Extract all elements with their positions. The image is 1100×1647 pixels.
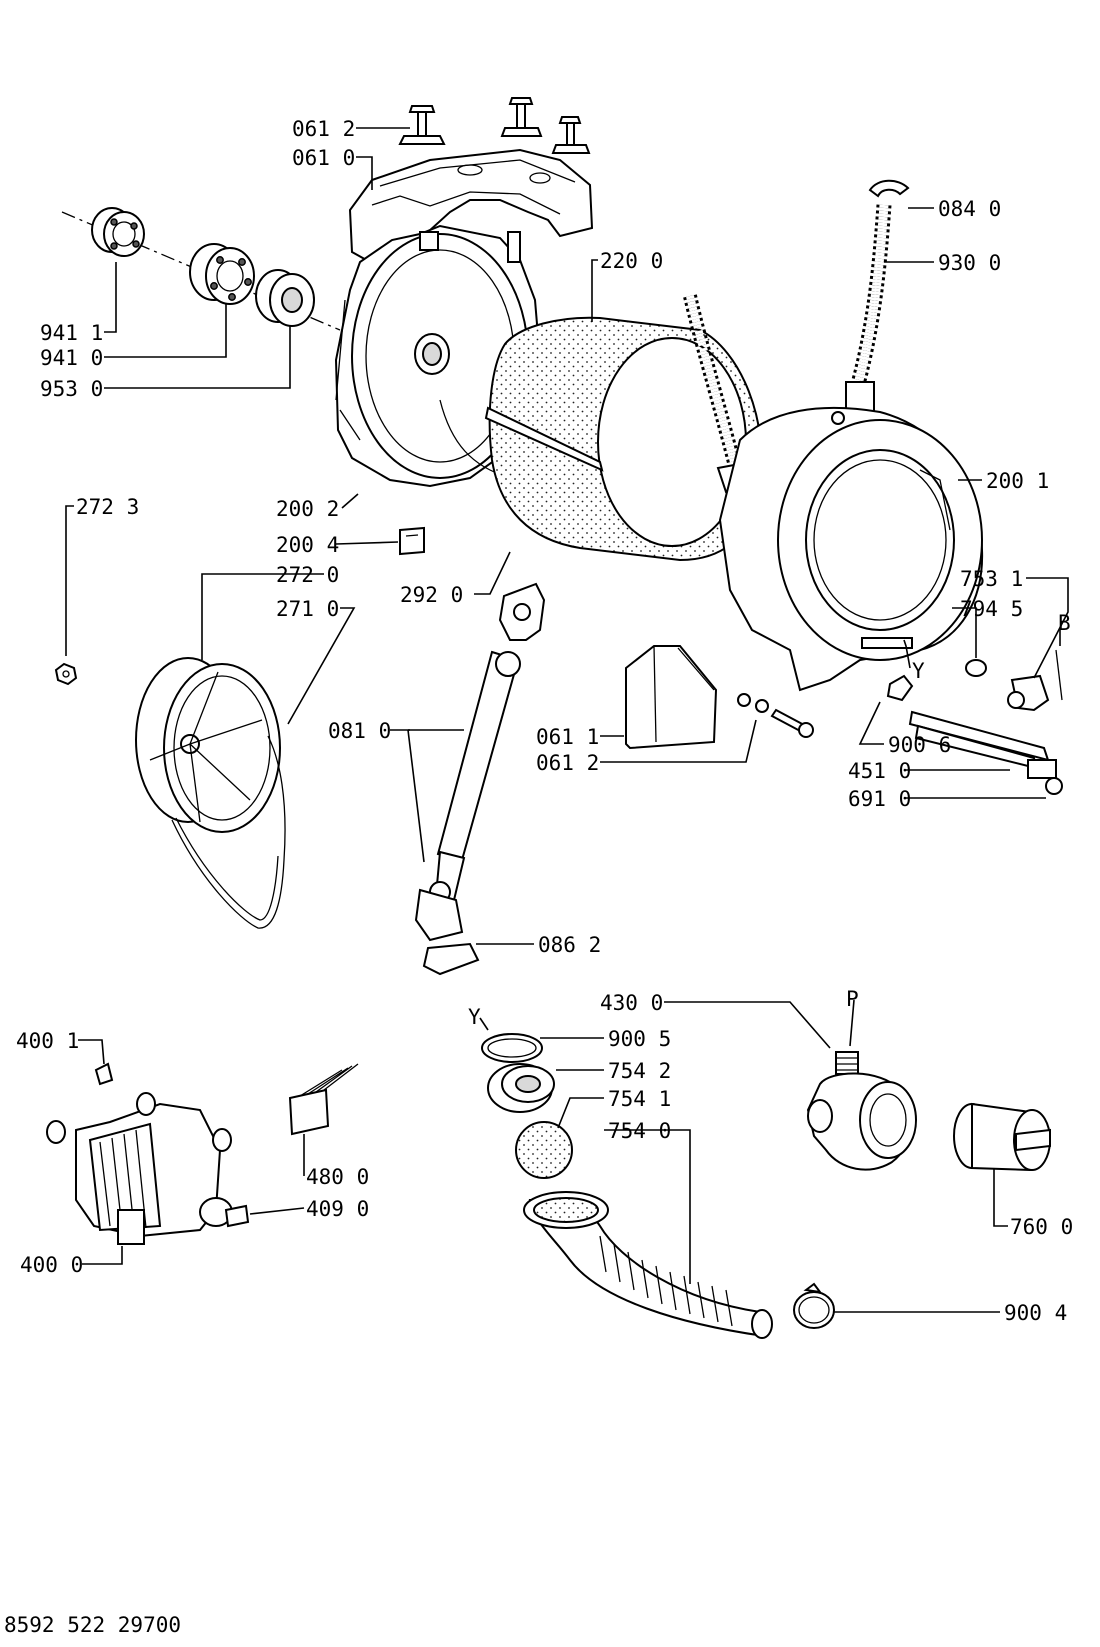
label-081-0: 081 0 <box>328 719 391 743</box>
label-061-1: 061 1 <box>536 725 599 749</box>
spring-930-0 <box>845 204 892 419</box>
clip-200-4 <box>399 526 425 556</box>
label-086-2: 086 2 <box>538 933 601 957</box>
label-P: P <box>846 987 859 1011</box>
seal-900-6 <box>886 674 914 702</box>
shock-absorber-081-0 <box>414 582 546 942</box>
pump-430-0 <box>806 1051 917 1171</box>
label-430-0: 430 0 <box>600 991 663 1015</box>
document-id: 8592 522 29700 <box>4 1613 181 1637</box>
front-tub-200-1 <box>718 406 984 692</box>
label-754-0: 754 0 <box>608 1119 671 1143</box>
hose-754-0 <box>523 1191 773 1339</box>
weight-061-1 <box>625 645 718 750</box>
label-930-0: 930 0 <box>938 251 1001 275</box>
label-691-0: 691 0 <box>848 787 911 811</box>
spring-cap-084-0 <box>868 179 910 198</box>
label-760-0: 760 0 <box>1010 1215 1073 1239</box>
clamp-900-4 <box>793 1282 835 1329</box>
screw-400-1 <box>94 1062 114 1086</box>
label-400-1: 400 1 <box>16 1029 79 1053</box>
label-220-0: 220 0 <box>600 249 663 273</box>
bolt-parts-061-2 <box>398 97 591 154</box>
filter-760-0 <box>953 1102 1051 1172</box>
label-900-6: 900 6 <box>888 733 951 757</box>
bolt-061-2 <box>737 693 814 738</box>
brush-409-0 <box>224 1204 250 1228</box>
label-941-0: 941 0 <box>40 346 103 370</box>
label-941-1: 941 1 <box>40 321 103 345</box>
label-292-0: 292 0 <box>400 583 463 607</box>
bearing-953-0 <box>255 269 315 327</box>
label-Y-upper: Y <box>912 659 925 683</box>
label-451-0: 451 0 <box>848 759 911 783</box>
nut-272-3 <box>54 662 78 686</box>
label-400-0: 400 0 <box>20 1253 83 1277</box>
label-754-2: 754 2 <box>608 1059 671 1083</box>
connector-480-0 <box>288 1063 359 1136</box>
label-B: B <box>1058 611 1071 635</box>
label-480-0: 480 0 <box>306 1165 369 1189</box>
label-200-2: 200 2 <box>276 497 339 521</box>
label-409-0: 409 0 <box>306 1197 369 1221</box>
label-953-0: 953 0 <box>40 377 103 401</box>
ring-754-2 <box>487 1063 555 1113</box>
label-084-0: 084 0 <box>938 197 1001 221</box>
sensor-753-1 <box>1007 649 1063 712</box>
leader-lines <box>65 127 1069 1313</box>
label-794-5: 794 5 <box>960 597 1023 621</box>
label-754-1: 754 1 <box>608 1087 671 1111</box>
pulley-272-0 <box>135 657 281 833</box>
label-900-4: 900 4 <box>1004 1301 1067 1325</box>
drum-220-0 <box>484 316 763 562</box>
sensor-691-0 <box>1045 777 1063 795</box>
belt-271-0 <box>171 735 286 929</box>
label-Y-lower: Y <box>468 1005 481 1029</box>
label-200-4: 200 4 <box>276 533 339 557</box>
motor-400-0 <box>46 1092 233 1245</box>
clip-086-2 <box>422 942 480 976</box>
grommet-794-5 <box>965 659 987 677</box>
label-753-1: 753 1 <box>960 567 1023 591</box>
bearing-941-1 <box>91 207 145 257</box>
label-061-2-top: 061 2 <box>292 117 355 141</box>
label-061-2-lower: 061 2 <box>536 751 599 775</box>
label-061-0: 061 0 <box>292 146 355 170</box>
ball-754-1 <box>515 1121 573 1179</box>
label-900-5: 900 5 <box>608 1027 671 1051</box>
ring-900-5 <box>481 1033 543 1063</box>
label-200-1: 200 1 <box>986 469 1049 493</box>
heater-451-0 <box>908 710 1057 779</box>
bearings-group <box>61 207 341 331</box>
part-labels: 061 2 061 0 084 0 220 0 930 0 941 1 941 … <box>4 117 1073 1637</box>
label-271-0: 271 0 <box>276 597 339 621</box>
label-272-3: 272 3 <box>76 495 139 519</box>
bearing-941-0 <box>189 243 255 305</box>
label-272-0: 272 0 <box>276 563 339 587</box>
